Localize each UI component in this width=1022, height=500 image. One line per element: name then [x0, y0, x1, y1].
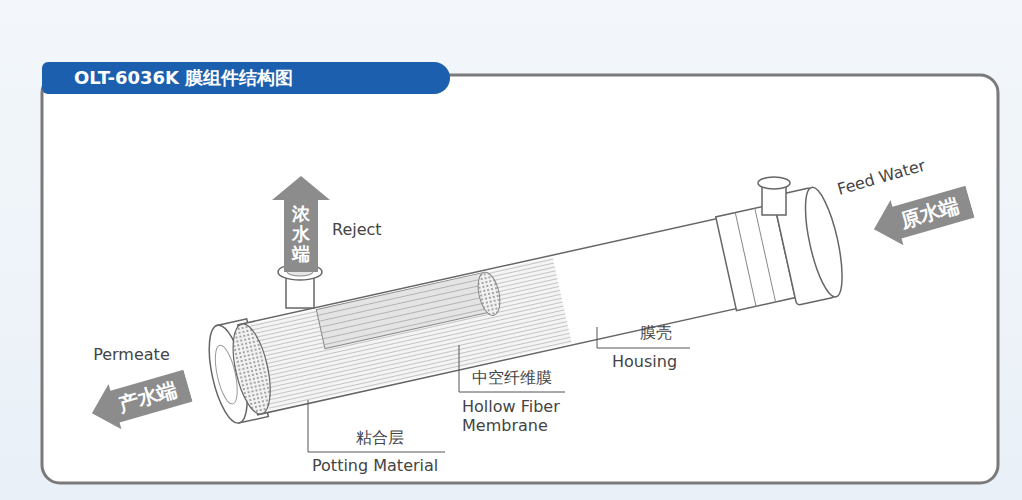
title-text: OLT-6036K 膜组件结构图 [74, 66, 293, 90]
part-name: 膜壳 [640, 323, 672, 342]
feed-port [758, 177, 790, 189]
part-name: 中空纤维膜 [472, 368, 552, 387]
part-name: 粘合层 [356, 428, 404, 447]
leader-lines [308, 327, 690, 452]
part-name: Hollow Fiber Membrane [462, 397, 574, 435]
arrow-shape [867, 179, 976, 252]
membrane-module [200, 184, 849, 432]
flow-arrow: 浓水端Reject [272, 176, 330, 272]
arrow-shape [272, 176, 330, 272]
port-caption: Reject [332, 220, 382, 239]
part-name: Housing [612, 352, 677, 371]
title-tab [42, 62, 450, 94]
panel [42, 75, 998, 483]
arrow-shape [85, 363, 194, 436]
port-caption: Permeate [93, 345, 170, 364]
part-name: Potting Material [312, 456, 438, 475]
port-name: 浓水端 [292, 204, 310, 263]
